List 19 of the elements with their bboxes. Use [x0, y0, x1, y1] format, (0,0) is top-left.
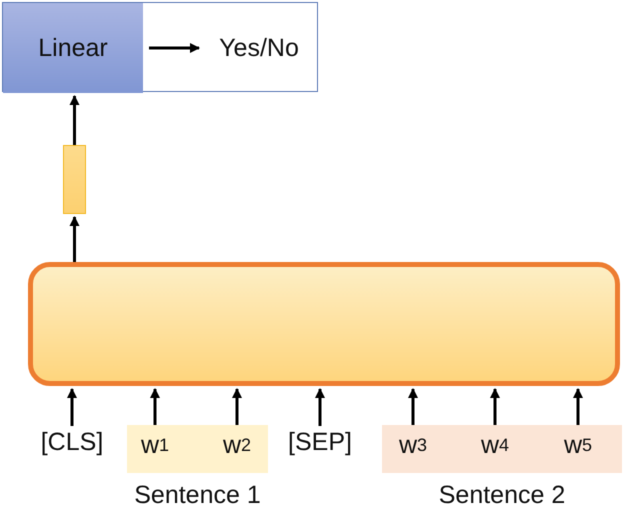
embedding-vector-bar — [63, 145, 86, 214]
arrow — [66, 388, 78, 426]
arrow — [69, 94, 80, 145]
arrow — [408, 388, 418, 425]
arrow — [572, 388, 584, 425]
arrow — [490, 388, 500, 425]
arrow — [69, 216, 80, 262]
arrow — [150, 388, 160, 425]
token-label: Yes/No — [201, 3, 317, 93]
segment-label: Sentence 1 — [134, 483, 261, 508]
token-label: [CLS] — [42, 426, 102, 458]
segment-label: Sentence 2 — [438, 483, 566, 508]
arrow — [232, 388, 242, 425]
linear-layer-box: Linear — [3, 3, 143, 93]
output-panel — [2, 2, 318, 92]
encoder-box — [28, 262, 620, 386]
arrow — [149, 42, 200, 54]
token-label: [SEP] — [288, 426, 352, 458]
arrow — [314, 388, 326, 426]
